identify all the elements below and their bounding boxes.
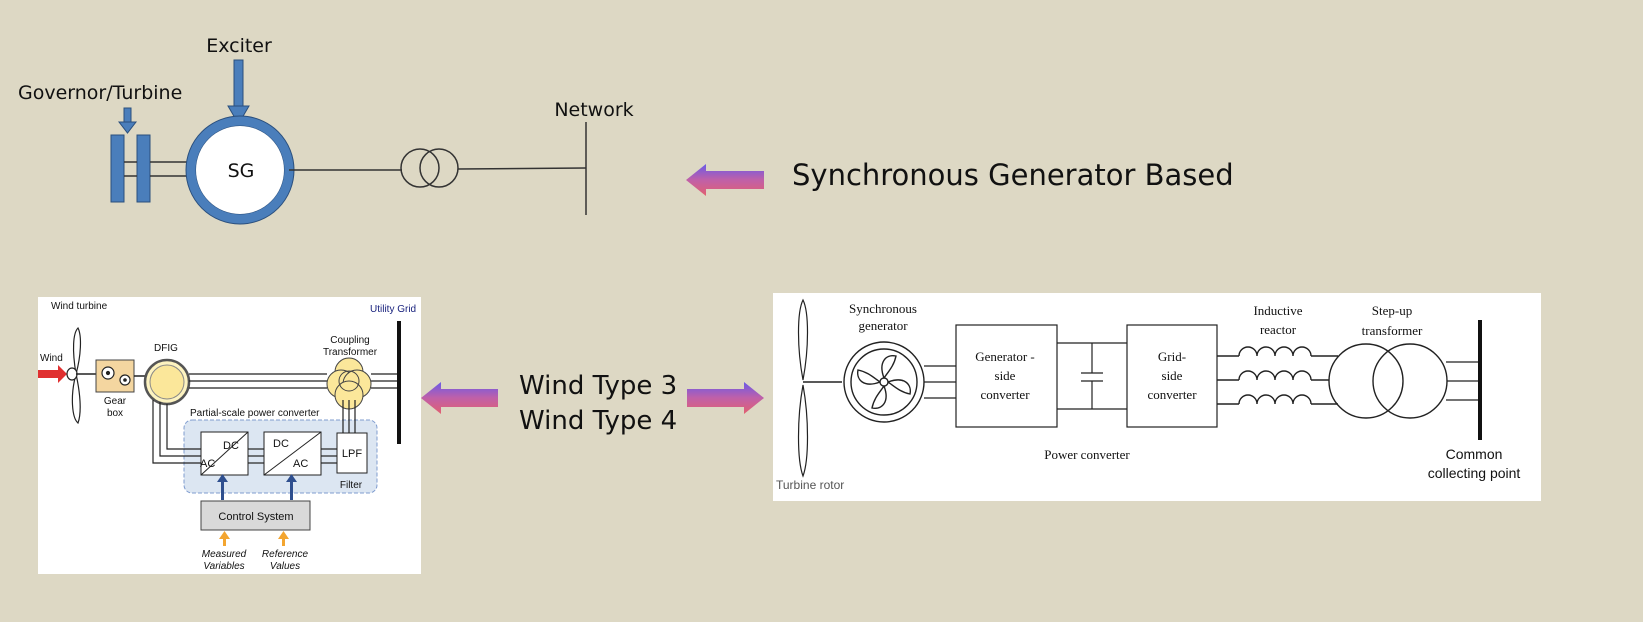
syn-gen-label-2: generator — [858, 318, 908, 333]
wind-turbine-label: Wind turbine — [51, 301, 108, 312]
inductive-reactor — [1217, 346, 1338, 405]
governor-label: Governor/Turbine — [18, 82, 182, 104]
lpf-label: LPF — [342, 448, 362, 460]
common-label-2: collecting point — [1428, 465, 1521, 481]
reference-label: Reference — [262, 549, 309, 560]
sync-gen-label: Synchronous Generator Based — [792, 158, 1234, 192]
wind-type-3-label: Wind Type 3 — [519, 371, 677, 401]
wind-type3-arrow — [421, 382, 498, 414]
t4-lines-1 — [924, 365, 956, 399]
wind-type4-arrow — [687, 382, 764, 414]
gen-side-label-2: side — [995, 368, 1016, 383]
lpf-box — [336, 432, 368, 474]
utility-grid-label: Utility Grid — [370, 304, 416, 315]
exciter-arrow — [227, 59, 250, 125]
values-label: Values — [270, 561, 300, 572]
filter-label: Filter — [340, 480, 363, 491]
dfig-stator-lines — [189, 373, 398, 389]
coupling-transformer — [326, 357, 372, 410]
power-converter-label: Power converter — [1044, 447, 1130, 462]
wind-arrow — [38, 365, 67, 383]
converter-2: DC AC — [263, 431, 322, 476]
stepup-label-2: transformer — [1362, 323, 1423, 338]
syn-generator-symbol — [843, 341, 925, 423]
sg-diagram: Exciter Governor/Turbine SG — [18, 35, 634, 225]
control-system-label: Control System — [218, 511, 293, 523]
grid-side-label-1: Grid- — [1158, 349, 1186, 364]
converter-1-dc: DC — [223, 440, 239, 452]
control-arrows — [217, 474, 297, 500]
synchronous-generator: SG — [185, 115, 295, 225]
input-arrows — [219, 531, 289, 546]
partial-scale-label: Partial-scale power converter — [190, 408, 320, 419]
inductive-label-1: Inductive — [1253, 303, 1302, 318]
dfig-label: DFIG — [154, 343, 178, 354]
transformer-label: Transformer — [323, 347, 378, 358]
t4-lines-out — [1446, 361, 1479, 401]
dfig-machine — [143, 358, 191, 406]
governor-arrow — [117, 107, 138, 134]
dc-link — [1057, 342, 1127, 410]
grid-side-label-3: converter — [1147, 387, 1197, 402]
measured-label: Measured — [202, 549, 247, 560]
gear-label: Gear — [104, 396, 127, 407]
type4-diagram: Synchronous generator Generator - side c… — [773, 293, 1541, 501]
turbine-rotor-label: Turbine rotor — [776, 478, 844, 492]
converter-1-ac: AC — [200, 458, 215, 470]
grid-side-label-2: side — [1162, 368, 1183, 383]
sg-label: SG — [228, 160, 255, 182]
gear-icon — [101, 366, 131, 386]
rotor-lines — [152, 400, 356, 464]
grid-side-converter — [1126, 324, 1218, 428]
sync-gen-arrow — [686, 164, 764, 196]
exciter-label: Exciter — [206, 35, 272, 57]
gen-side-label-1: Generator - — [975, 349, 1035, 364]
stepup-label-1: Step-up — [1372, 303, 1412, 318]
sg-transformer — [400, 148, 459, 188]
dfig-diagram: Wind turbine Utility Grid Wind Gear box … — [38, 297, 421, 574]
coupling-label: Coupling — [330, 335, 369, 346]
common-label-1: Common — [1446, 446, 1503, 462]
variables-label: Variables — [203, 561, 244, 572]
box-label: box — [107, 408, 123, 419]
turbine-rotor — [797, 298, 809, 478]
converter-2-ac: AC — [293, 458, 308, 470]
inductive-label-2: reactor — [1260, 322, 1297, 337]
network-label: Network — [554, 99, 633, 121]
gen-side-label-3: converter — [980, 387, 1030, 402]
turbine-plates — [110, 134, 151, 203]
control-system-box — [200, 500, 311, 531]
sg-line-right — [457, 167, 587, 170]
wind-type-4-label: Wind Type 4 — [519, 406, 677, 436]
syn-gen-label-1: Synchronous — [849, 301, 917, 316]
converter-2-dc: DC — [273, 438, 289, 450]
generator-side-converter — [955, 324, 1058, 428]
turbine-blades — [66, 326, 82, 425]
converter-1: DC AC — [200, 431, 249, 476]
wind-label: Wind — [40, 353, 63, 364]
